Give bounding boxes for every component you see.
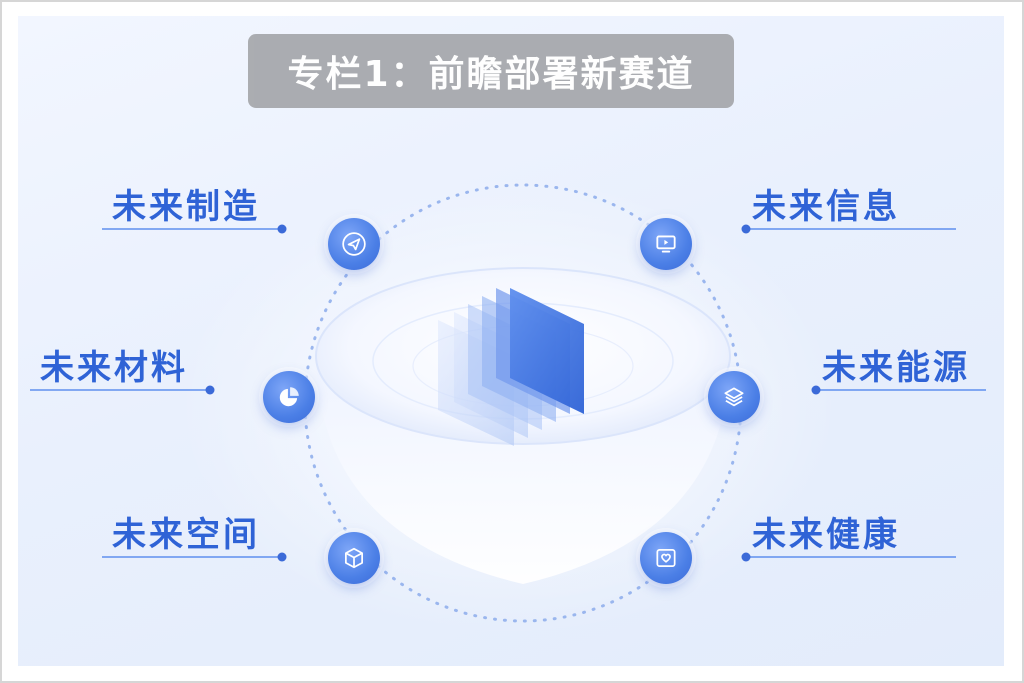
node-information [640, 218, 692, 270]
paper-plane-icon [342, 232, 366, 256]
label-future-energy: 未来能源 [822, 348, 970, 388]
node-manufacturing [328, 218, 380, 270]
diagram-graphics [30, 176, 986, 636]
node-space [328, 532, 380, 584]
monitor-play-icon [656, 235, 676, 253]
node-materials [263, 371, 315, 423]
section-title-banner: 专栏1：前瞻部署新赛道 [248, 34, 734, 108]
label-future-materials: 未来材料 [40, 348, 188, 388]
label-future-information: 未来信息 [752, 187, 900, 227]
heart-frame-icon [656, 549, 676, 567]
diagram-canvas: 专栏1：前瞻部署新赛道 未来制造 未来信息 未来材料 未来能源 未来空间 未来健… [18, 16, 1004, 666]
cube-icon [345, 547, 363, 569]
node-energy [708, 371, 760, 423]
label-future-manufacturing: 未来制造 [112, 187, 260, 227]
connector-lines-right [746, 228, 986, 558]
stacked-panels [438, 288, 584, 446]
connector-dots-right [741, 224, 821, 562]
connector-lines-left [30, 228, 282, 558]
pie-chart-icon [279, 387, 299, 407]
layers-icon [724, 387, 744, 407]
node-health [640, 532, 692, 584]
connector-dots-left [205, 224, 287, 562]
label-future-health: 未来健康 [752, 515, 900, 555]
label-future-space: 未来空间 [112, 515, 260, 555]
